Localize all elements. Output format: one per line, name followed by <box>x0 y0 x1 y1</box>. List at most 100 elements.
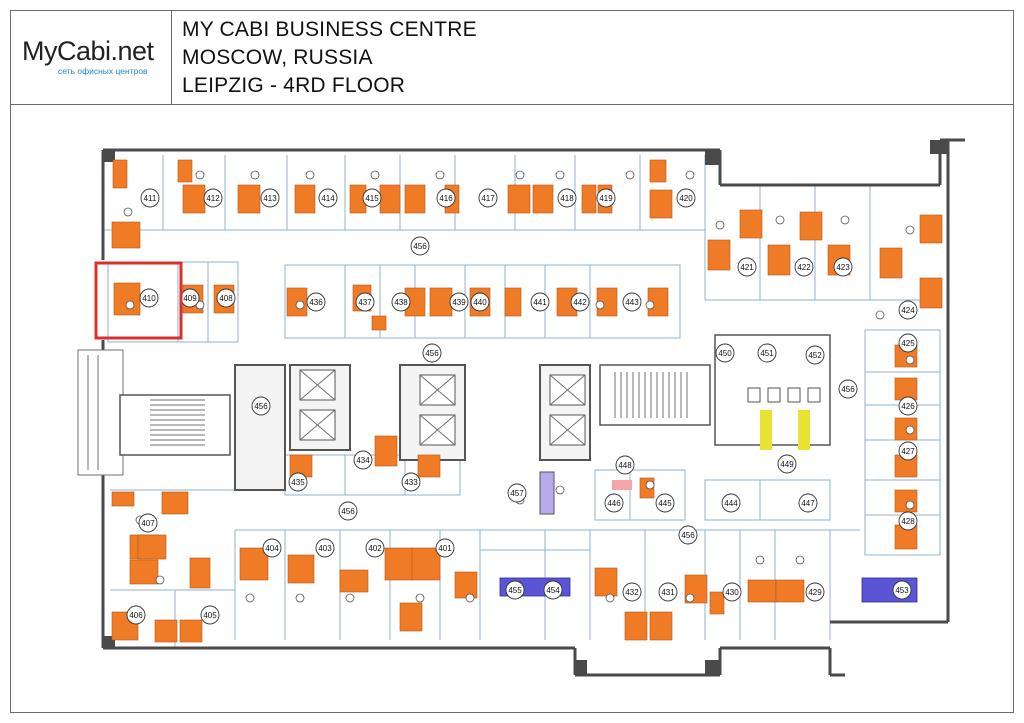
room-label-415: 415 <box>365 194 379 203</box>
middle-office-block <box>284 264 681 339</box>
chair <box>645 480 655 490</box>
desk <box>339 569 369 593</box>
desk <box>747 579 777 603</box>
room-label-412: 412 <box>206 194 220 203</box>
desk <box>189 557 211 589</box>
desk <box>581 184 597 214</box>
room-label-410: 410 <box>142 294 156 303</box>
room-label-425-circle <box>898 333 918 353</box>
elevator-x <box>299 369 336 401</box>
room-label-443-circle <box>622 292 642 312</box>
desk <box>894 489 918 513</box>
chair <box>905 355 915 365</box>
room-label-456-circle <box>251 396 271 416</box>
desk <box>112 159 128 189</box>
chair <box>295 300 305 310</box>
room-label-448-circle <box>615 455 635 475</box>
room-label-416: 416 <box>439 194 453 203</box>
desk <box>879 247 903 279</box>
room-label-405: 405 <box>203 611 217 620</box>
room-label-456-circle <box>338 501 358 521</box>
title-floor: LEIPZIG - 4RD FLOOR <box>182 74 406 97</box>
room-label-406-circle <box>126 605 146 625</box>
room-label-455: 455 <box>508 586 522 595</box>
room-label-433-circle <box>401 472 421 492</box>
room-label-439-circle <box>449 292 469 312</box>
chair <box>755 555 765 565</box>
desk <box>111 221 141 249</box>
room-label-449-circle <box>777 454 797 474</box>
desk <box>129 559 159 585</box>
room-label-404-circle <box>262 538 282 558</box>
wc-fixture <box>747 387 761 403</box>
desk <box>179 619 203 643</box>
room-label-452: 452 <box>808 351 822 360</box>
room-label-419-circle <box>596 188 616 208</box>
room-label-457-circle <box>507 483 527 503</box>
desk <box>649 159 667 183</box>
room-label-441: 441 <box>533 298 547 307</box>
room-label-411: 411 <box>144 194 157 203</box>
desk <box>919 277 943 309</box>
room-label-438-circle <box>391 292 411 312</box>
wall-pier <box>705 150 720 165</box>
desk <box>532 184 554 214</box>
room-label-402: 402 <box>368 544 382 553</box>
room-label-423-circle <box>833 257 853 277</box>
room-label-451-circle <box>757 343 777 363</box>
room-label-453: 453 <box>895 586 909 595</box>
room-label-442-circle <box>570 292 590 312</box>
furniture <box>111 159 943 643</box>
room-label-430-circle <box>722 582 742 602</box>
room-label-436-circle <box>306 292 326 312</box>
room-label-428-circle <box>898 511 918 531</box>
room-label-448: 448 <box>618 461 632 470</box>
desk <box>417 454 441 478</box>
desk <box>113 282 141 316</box>
highlight-box <box>94 261 183 340</box>
right-office-block <box>864 329 941 556</box>
room-label-429: 429 <box>808 588 822 597</box>
room-label-443: 443 <box>625 298 639 307</box>
room-label-408-circle <box>216 288 236 308</box>
desk <box>504 287 522 317</box>
chair <box>305 170 315 180</box>
chair <box>370 170 380 180</box>
desk <box>767 244 791 276</box>
desk <box>649 611 673 641</box>
desk <box>429 287 453 317</box>
desk <box>177 159 193 183</box>
desk <box>411 547 441 581</box>
room-label-406: 406 <box>129 611 143 620</box>
title-business-centre: MY CABI BUSINESS CENTRE <box>182 18 477 41</box>
room-label-457: 457 <box>510 489 524 498</box>
room-label-427-circle <box>898 441 918 461</box>
wc-accent <box>798 410 810 450</box>
room-label-418-circle <box>557 188 577 208</box>
elevator-x <box>419 374 456 406</box>
room-label-456: 456 <box>841 385 855 394</box>
room-label-425: 425 <box>901 339 915 348</box>
partitions <box>102 155 941 648</box>
room-label-447: 447 <box>801 499 815 508</box>
room-label-407: 407 <box>141 519 155 528</box>
room-label-417: 417 <box>481 194 495 203</box>
room-label-417-circle <box>478 188 498 208</box>
desk <box>594 567 618 597</box>
chair <box>250 170 260 180</box>
wc-fixture <box>767 387 781 403</box>
header: MyCabi.net сеть офисных центров MY CABI … <box>10 10 1014 105</box>
room-label-401-circle <box>435 538 455 558</box>
small-office-block <box>704 479 831 521</box>
room-label-434: 434 <box>356 456 370 465</box>
desk <box>454 571 478 599</box>
wall-pier <box>575 660 587 675</box>
room-label-444-circle <box>721 493 741 513</box>
desk <box>775 579 805 603</box>
room-label-456: 456 <box>413 242 427 251</box>
room-label-440: 440 <box>473 298 487 307</box>
room-label-408: 408 <box>219 294 233 303</box>
desk <box>709 591 725 615</box>
chair <box>605 593 615 603</box>
